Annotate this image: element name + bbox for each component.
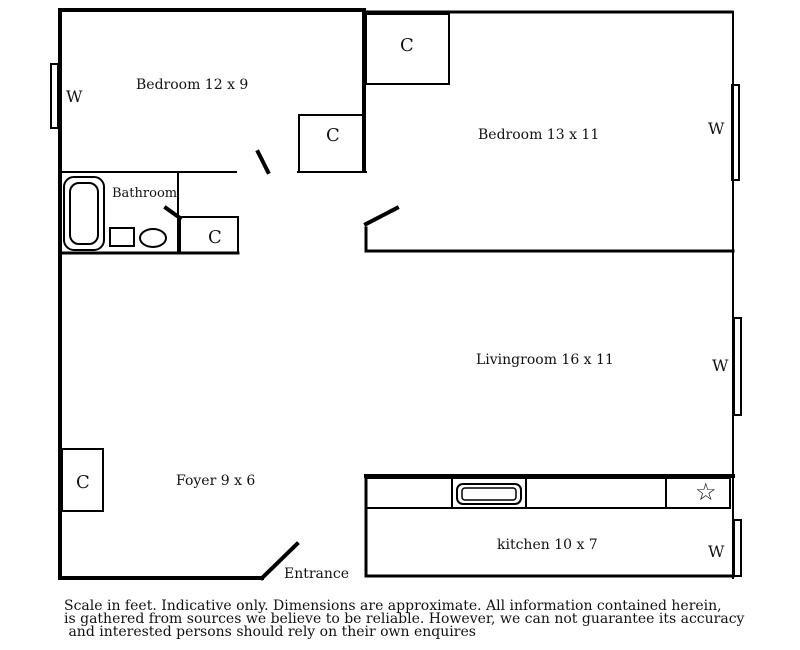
- star-icon: ☆: [695, 478, 717, 506]
- window-marker-kitchen: W: [708, 542, 725, 561]
- door-bedroom-right: [363, 205, 400, 227]
- door-entrance: [259, 541, 300, 581]
- closet-bedroom-left: [298, 114, 365, 173]
- kitchen-sink-inner: [461, 487, 517, 501]
- window-livingroom: [733, 317, 742, 416]
- closet-marker-bedroom-right: C: [400, 35, 414, 56]
- kitchen-sink: [456, 483, 522, 505]
- window-marker-bedroom-right: W: [708, 119, 725, 138]
- disclaimer-line-2: is gathered from sources we believe to b…: [64, 611, 745, 627]
- disclaimer-line-1: Scale in feet. Indicative only. Dimensio…: [64, 598, 722, 614]
- floor-plan: [50, 8, 742, 581]
- disclaimer-line-3: and interested persons should rely on th…: [64, 624, 476, 640]
- window-marker-livingroom: W: [712, 356, 729, 375]
- closet-bedroom-right: [365, 13, 450, 85]
- closet-marker-bathroom: C: [208, 227, 222, 248]
- toilet-tank: [109, 227, 135, 247]
- window-kitchen: [733, 519, 742, 577]
- closet-marker-bedroom-left: C: [326, 125, 340, 146]
- door-bathroom: [163, 205, 183, 221]
- room-label-bedroom-right: Bedroom 13 x 11: [478, 127, 600, 143]
- window-bedroom-left: [50, 63, 59, 129]
- closet-foyer: [61, 448, 104, 512]
- bathtub-outer: [63, 176, 105, 251]
- kitchen-counter: [365, 477, 731, 509]
- bathtub-inner: [69, 182, 99, 245]
- closet-marker-foyer: C: [76, 472, 90, 493]
- room-label-livingroom: Livingroom 16 x 11: [476, 352, 614, 368]
- door-bedroom-left: [255, 149, 271, 175]
- window-marker-bedroom-left: W: [66, 87, 83, 106]
- sink: [139, 228, 167, 248]
- room-label-kitchen: kitchen 10 x 7: [497, 537, 598, 553]
- room-label-foyer: Foyer 9 x 6: [176, 473, 256, 489]
- room-label-bathroom: Bathroom: [112, 186, 178, 201]
- disclaimer: Scale in feet. Indicative only. Dimensio…: [64, 598, 794, 640]
- entrance-label: Entrance: [284, 566, 350, 582]
- window-bedroom-right: [731, 84, 740, 181]
- closet-bathroom: [179, 216, 239, 254]
- room-label-bedroom-left: Bedroom 12 x 9: [136, 77, 249, 93]
